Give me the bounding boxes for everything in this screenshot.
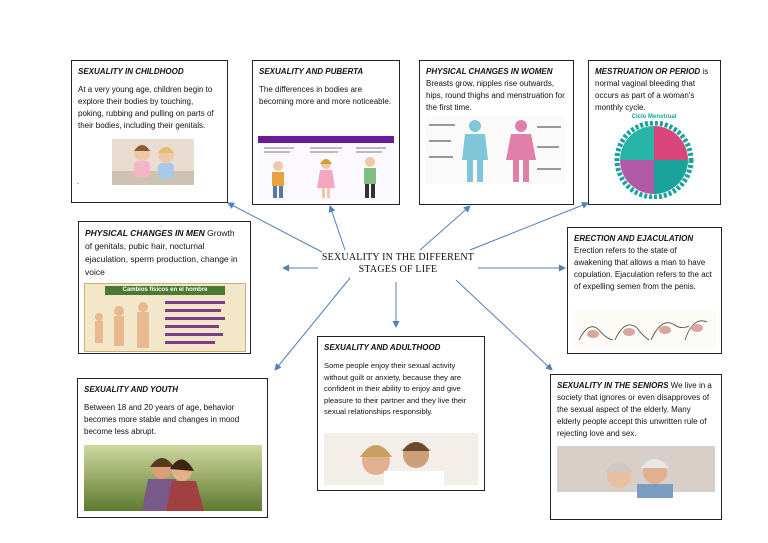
- senior-couple-image: [557, 446, 715, 514]
- central-topic-line2: STAGES OF LIFE: [358, 264, 438, 275]
- card-men-text: Growth of genitals, pubic hair, nocturna…: [85, 228, 238, 277]
- central-topic: SEXUALITY IN THE DIFFERENT STAGES OF LIF…: [318, 252, 478, 276]
- card-women: PHYSICAL CHANGES IN WOMEN Breasts grow, …: [419, 60, 574, 205]
- arrow-to-youth: [274, 277, 351, 371]
- card-erection-text: Erection refers to the state of awakenin…: [574, 246, 712, 291]
- male-changes-label: Cambios físicos en el hombre: [105, 286, 225, 295]
- card-men: PHYSICAL CHANGES IN MEN Growth of genita…: [78, 221, 251, 354]
- card-erection: ERECTION AND EJACULATION Erection refers…: [567, 227, 722, 354]
- menstrual-cycle-image: Ciclo Menstrual: [597, 113, 711, 199]
- central-topic-line1: SEXUALITY IN THE DIFFERENT: [321, 252, 475, 263]
- card-menstruation-title: MESTRUATION OR PERIOD: [595, 67, 701, 76]
- card-women-title: PHYSICAL CHANGES IN WOMEN: [426, 67, 553, 76]
- card-adulthood: SEXUALITY AND ADULTHOOD Some people enjo…: [317, 336, 485, 491]
- card-erection-title: ERECTION AND EJACULATION: [574, 234, 694, 243]
- card-puberty-title: SEXUALITY AND PUBERTA: [259, 67, 364, 76]
- card-youth-text: Between 18 and 20 years of age, behavior…: [84, 403, 240, 436]
- card-seniors: SEXUALITY IN THE SENIORS We live in a so…: [550, 374, 722, 520]
- arrow-to-childhood: [227, 202, 323, 253]
- card-youth-title: SEXUALITY AND YOUTH: [84, 385, 179, 394]
- card-puberty-text: The differences in bodies are becoming m…: [259, 85, 392, 106]
- card-seniors-text: We live in a society that ignores or eve…: [557, 381, 712, 438]
- card-childhood-title: SEXUALITY IN CHILDHOOD: [78, 67, 184, 76]
- card-menstruation-text: is normal vaginal bleeding that occurs a…: [595, 67, 709, 112]
- card-puberty: SEXUALITY AND PUBERTA The differences in…: [252, 60, 400, 205]
- card-childhood-dot: .: [77, 177, 80, 186]
- female-body-diagram-image: [425, 116, 565, 184]
- arrow-to-seniors: [455, 279, 553, 371]
- menstrual-cycle-label: Ciclo Menstrual: [631, 114, 677, 120]
- arrow-to-women: [419, 205, 471, 251]
- card-adulthood-text: Some people enjoy their sexual activity …: [324, 361, 467, 416]
- puberty-illustration-image: [258, 136, 394, 200]
- card-childhood-text: At a very young age, children begin to e…: [78, 85, 214, 130]
- young-couple-image: [84, 445, 262, 511]
- adult-couple-image: [324, 433, 478, 485]
- card-seniors-title: SEXUALITY IN THE SENIORS: [557, 381, 669, 390]
- arrow-to-menstruation: [469, 201, 589, 251]
- children-playing-image: [112, 139, 194, 185]
- card-women-text: Breasts grow, nipples rise outwards, hip…: [426, 79, 565, 112]
- card-youth: SEXUALITY AND YOUTH Between 18 and 20 ye…: [77, 378, 268, 518]
- card-adulthood-title: SEXUALITY AND ADULTHOOD: [324, 343, 441, 352]
- anatomy-diagram-image: [573, 310, 716, 348]
- card-men-title: PHYSICAL CHANGES IN MEN: [85, 228, 205, 238]
- card-childhood: SEXUALITY IN CHILDHOOD At a very young a…: [71, 60, 228, 203]
- male-changes-image: Cambios físicos en el hombre: [84, 283, 246, 352]
- card-menstruation: MESTRUATION OR PERIOD is normal vaginal …: [588, 60, 721, 205]
- arrow-to-puberty: [328, 205, 346, 251]
